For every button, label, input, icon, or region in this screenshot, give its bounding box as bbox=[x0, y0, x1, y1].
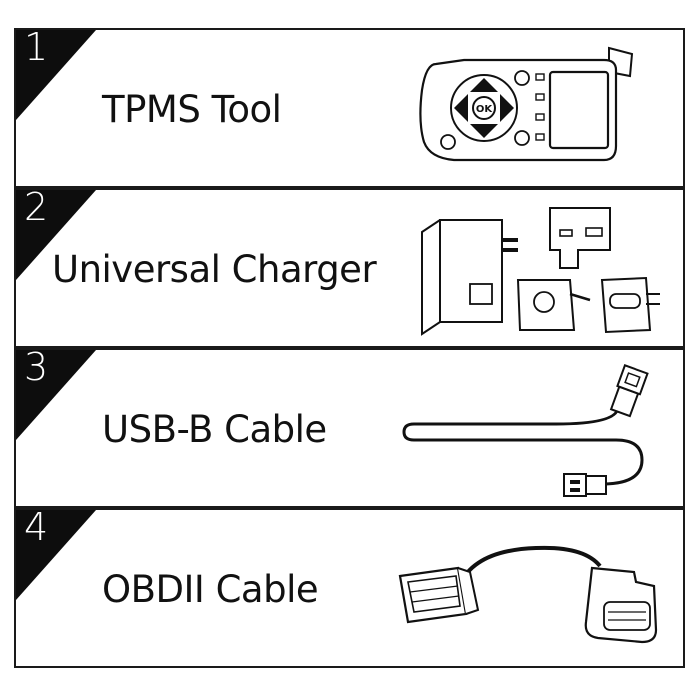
number-corner bbox=[16, 30, 96, 120]
charger-icon bbox=[421, 207, 660, 336]
item-label: Universal Charger bbox=[52, 248, 377, 291]
item-panel-tpms-tool: 1 TPMS Tool OK bbox=[14, 28, 685, 188]
item-label: USB-B Cable bbox=[102, 408, 327, 451]
item-number: 4 bbox=[24, 508, 49, 549]
number-corner bbox=[16, 510, 96, 600]
obdii-cable-icon bbox=[398, 545, 658, 644]
usb-cable-icon bbox=[402, 364, 649, 497]
item-number: 1 bbox=[24, 28, 49, 69]
item-number: 3 bbox=[24, 348, 49, 389]
item-panel-obdii-cable: 4 OBDII Cable bbox=[14, 508, 685, 668]
number-corner bbox=[16, 350, 96, 440]
tpms-tool-icon: OK bbox=[419, 46, 634, 162]
item-panel-universal-charger: 2 Universal Charger bbox=[14, 188, 685, 348]
item-panel-usb-b-cable: 3 USB-B Cable bbox=[14, 348, 685, 508]
item-label: TPMS Tool bbox=[102, 88, 282, 131]
number-corner bbox=[16, 190, 96, 280]
svg-text:OK: OK bbox=[476, 104, 494, 115]
item-number: 2 bbox=[24, 188, 49, 229]
item-label: OBDII Cable bbox=[102, 568, 319, 611]
